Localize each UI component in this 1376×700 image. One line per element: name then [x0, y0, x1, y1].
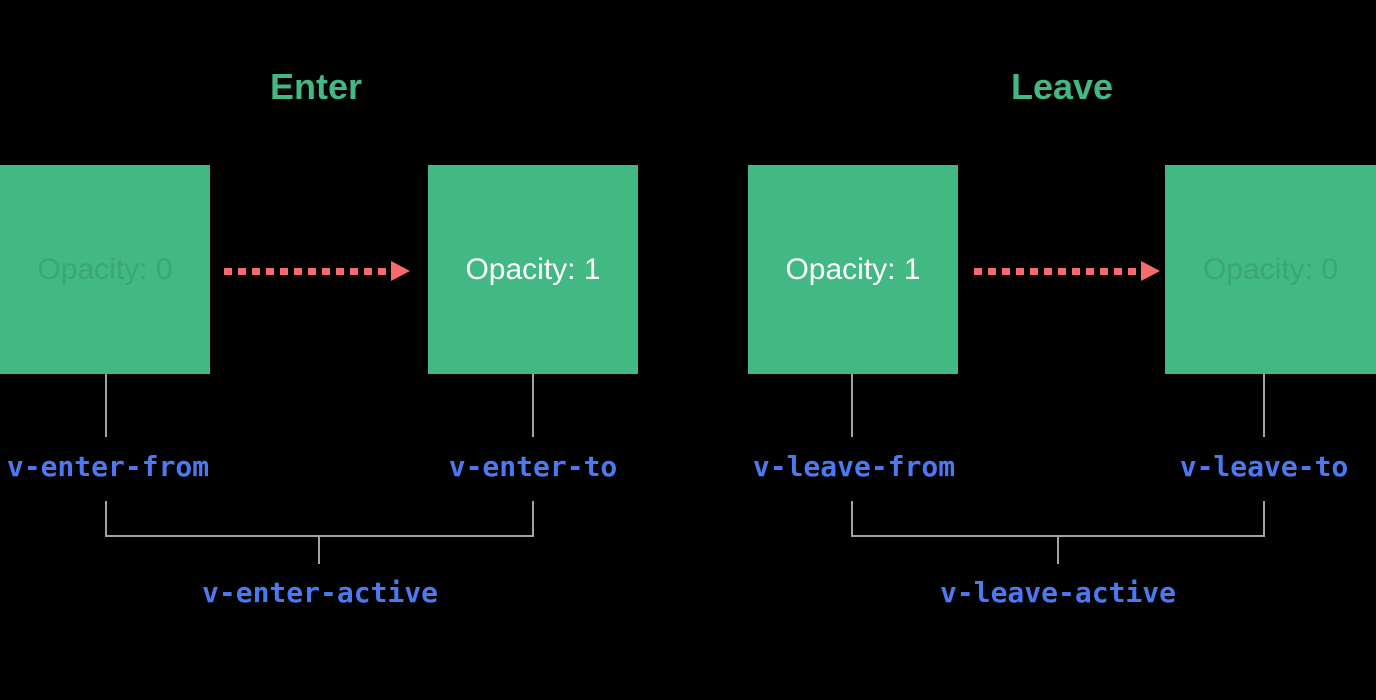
enter-bracket-drop-line — [318, 537, 320, 564]
enter-bracket-bar-line — [105, 535, 534, 537]
leave-active-class-label: v-leave-active — [939, 576, 1177, 609]
leave-from-box-text: Opacity: 1 — [785, 252, 921, 286]
leave-bracket-drop-line — [1057, 537, 1059, 564]
enter-arrow-right-icon — [391, 261, 410, 281]
enter-bracket-right-line — [532, 501, 534, 537]
enter-active-class-label: v-enter-active — [201, 576, 439, 609]
leave-to-box-text: Opacity: 0 — [1202, 252, 1339, 286]
leave-to-box: Opacity: 0 — [1165, 165, 1376, 374]
enter-to-box-text: Opacity: 1 — [465, 252, 601, 286]
enter-to-connector-line — [532, 374, 534, 437]
enter-from-box-text: Opacity: 0 — [37, 252, 173, 286]
leave-to-class-label: v-leave-to — [1179, 450, 1349, 483]
enter-from-connector-line — [105, 374, 107, 437]
leave-to-connector-line — [1263, 374, 1265, 437]
enter-from-class-label: v-enter-from — [6, 450, 210, 483]
leave-bracket-left-line — [851, 501, 853, 537]
leave-arrow-right-icon — [1141, 261, 1160, 281]
enter-from-box: Opacity: 0 — [0, 165, 210, 374]
leave-dashed-arrow-line-icon — [974, 268, 1142, 275]
leave-section-title: Leave — [1010, 66, 1114, 107]
leave-from-connector-line — [851, 374, 853, 437]
enter-bracket-left-line — [105, 501, 107, 537]
leave-bracket-right-line — [1263, 501, 1265, 537]
leave-from-class-label: v-leave-from — [752, 450, 956, 483]
enter-dashed-arrow-line-icon — [224, 268, 392, 275]
enter-to-box: Opacity: 1 — [428, 165, 638, 374]
enter-to-class-label: v-enter-to — [448, 450, 618, 483]
leave-bracket-bar-line — [851, 535, 1265, 537]
leave-from-box: Opacity: 1 — [748, 165, 958, 374]
enter-section-title: Enter — [269, 66, 363, 107]
